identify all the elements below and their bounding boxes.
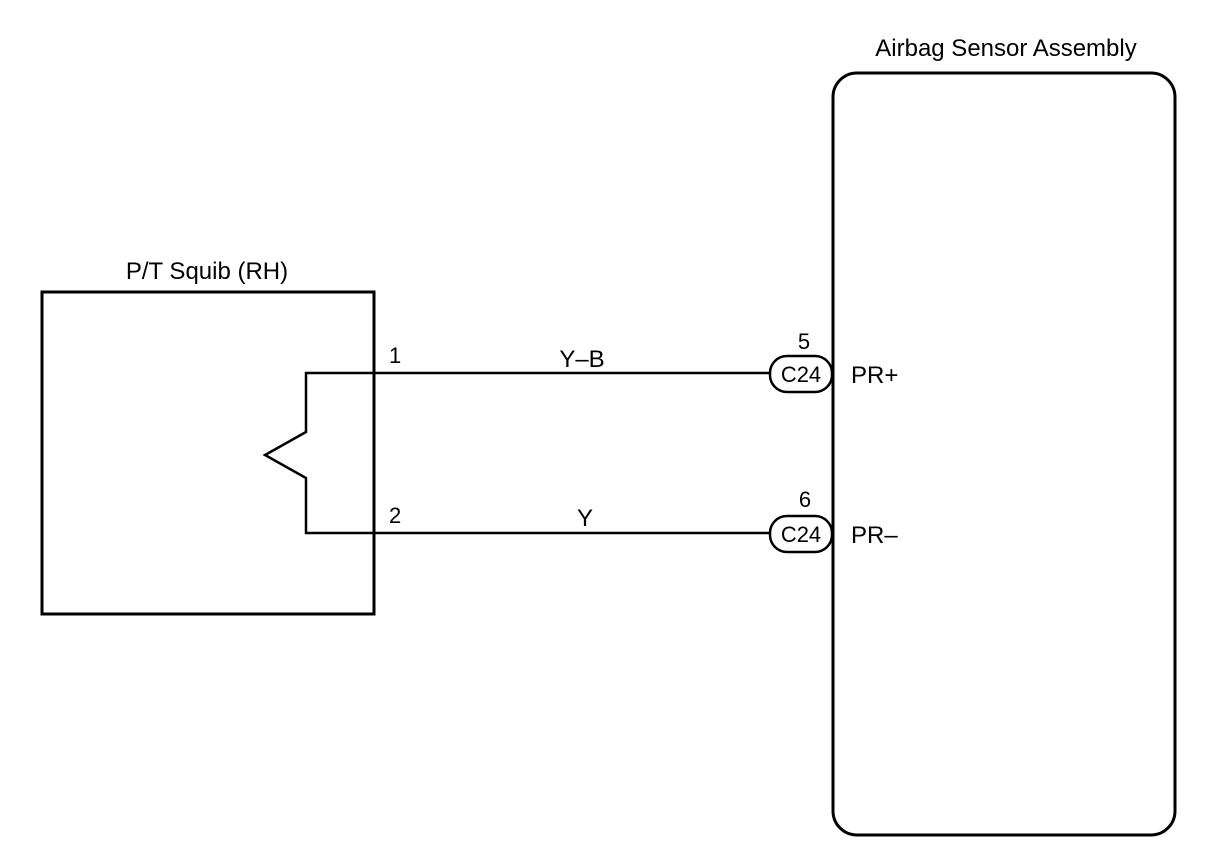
terminal-pr-minus: PR–: [851, 522, 898, 549]
wire-1: 1 Y–B 5 C24 PR+: [374, 329, 898, 394]
squib-pin-2: 2: [389, 503, 401, 528]
sensor-box: [831, 71, 1177, 837]
sensor-component: Airbag Sensor Assembly: [831, 35, 1177, 837]
wire-2: 2 Y 6 C24 PR–: [374, 487, 898, 554]
connector-c24-upper-label: C24: [781, 362, 821, 387]
connector-c24-upper: [768, 354, 834, 394]
connector-pin-5: 5: [798, 329, 810, 354]
squib-component: P/T Squib (RH): [40, 258, 376, 616]
squib-title: P/T Squib (RH): [126, 258, 288, 285]
squib-box: [40, 290, 376, 616]
connector-pin-6: 6: [799, 487, 811, 512]
squib-element-symbol: [262, 371, 374, 535]
terminal-pr-plus: PR+: [851, 362, 898, 389]
sensor-title: Airbag Sensor Assembly: [875, 35, 1136, 62]
squib-pin-1: 1: [389, 343, 401, 368]
connector-c24-lower-label: C24: [781, 522, 821, 547]
wire-2-color-code: Y: [577, 505, 593, 532]
connector-c24-lower: [768, 514, 834, 554]
wire-1-color-code: Y–B: [559, 346, 604, 373]
